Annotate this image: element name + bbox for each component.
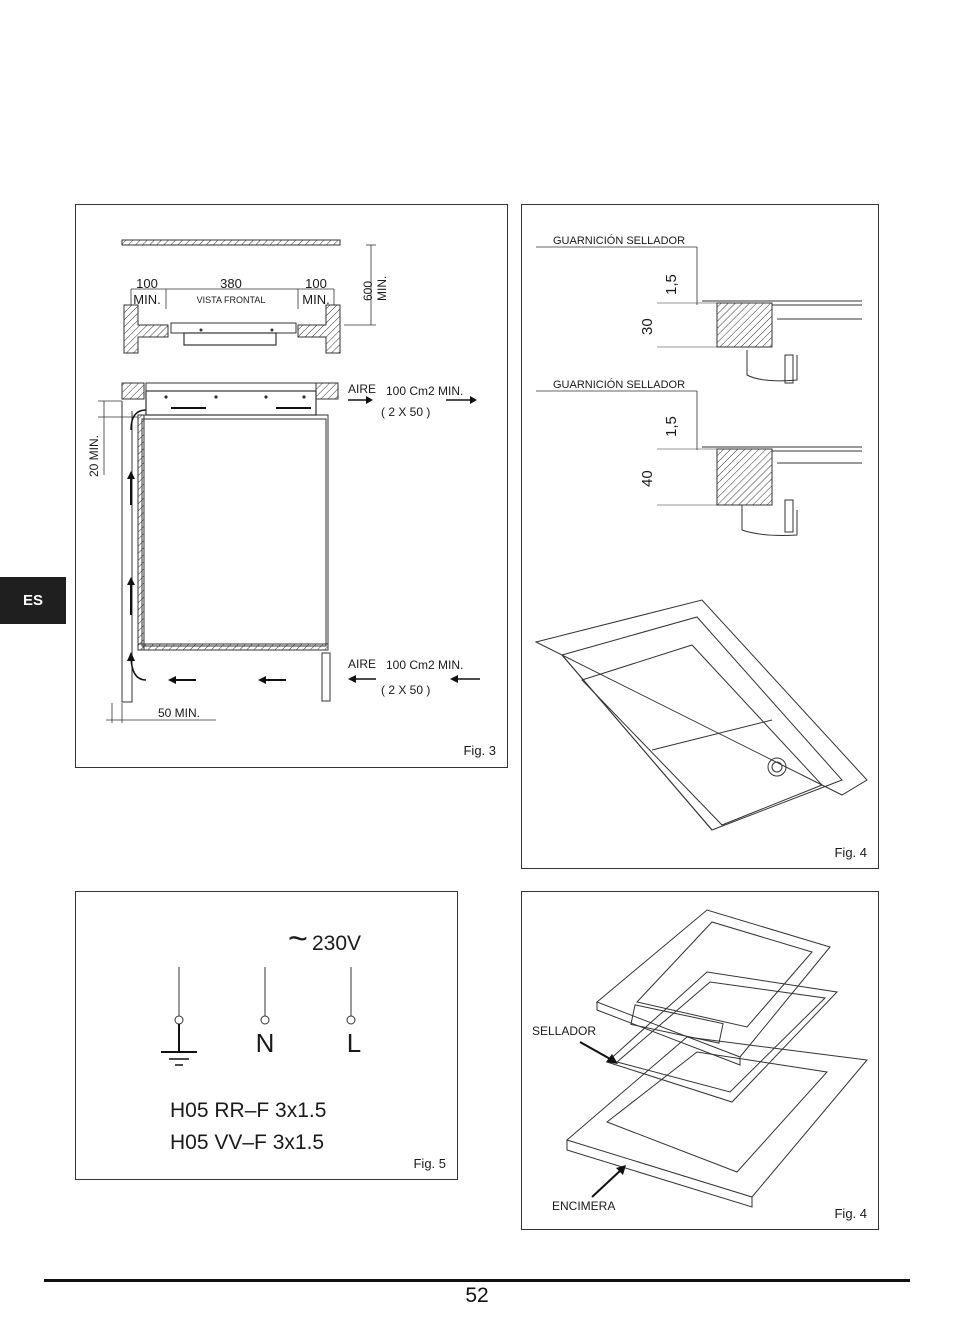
neutral-terminal: N <box>256 1028 275 1058</box>
min-left: MIN. <box>133 292 160 307</box>
dim-height-min: MIN. <box>375 276 389 301</box>
min-right: MIN. <box>302 292 329 307</box>
air-area-bottom: 100 Cm2 MIN. <box>386 658 463 672</box>
air-label-top: AIRE <box>348 382 376 396</box>
voltage-label: 230V <box>312 932 361 955</box>
air-split-bottom: ( 2 X 50 ) <box>381 683 430 697</box>
dim-right: 100 <box>305 276 327 291</box>
sealer-label: SELLADOR <box>532 1024 596 1038</box>
cable-spec-2: H05 VV–F 3x1.5 <box>170 1131 324 1154</box>
thickness-dim-1: 30 <box>639 318 656 335</box>
thickness-dim-2: 40 <box>639 470 656 487</box>
fig5-drawing: ~ 230V N L H05 RR–F 3x1.5 H05 VV–F 3x1.5… <box>161 920 446 1171</box>
fig3-panel: 100 380 100 MIN. VISTA FRONTAL MIN. 600 … <box>75 204 508 768</box>
fig4-bottom-panel: SELLADOR ENCIMERA Fig. 4 <box>521 891 879 1230</box>
upper-shelf <box>121 239 341 246</box>
line-terminal: L <box>347 1028 361 1058</box>
fig4-bottom-drawing: SELLADOR ENCIMERA Fig. 4 <box>532 909 868 1221</box>
air-area-top: 100 Cm2 MIN. <box>386 384 463 398</box>
gap-dim-2: 1,5 <box>663 416 680 437</box>
dim-center: 380 <box>220 276 242 291</box>
gasket-label-1: GUARNICIÓN SELLADOR <box>553 234 685 247</box>
fig5-caption: Fig. 5 <box>413 1156 446 1171</box>
language-tab: ES <box>0 577 66 624</box>
worktop-right <box>297 304 341 354</box>
fig5-panel: ~ 230V N L H05 RR–F 3x1.5 H05 VV–F 3x1.5… <box>75 891 458 1180</box>
bottom-gap-label: 50 MIN. <box>158 706 200 720</box>
hob-frame-illustration <box>534 599 868 831</box>
footer-rule <box>44 1279 910 1282</box>
dim-left: 100 <box>136 276 158 291</box>
front-view-label: VISTA FRONTAL <box>197 295 266 305</box>
hob-exploded-illustration <box>565 909 868 1208</box>
fig4-top-caption: Fig. 4 <box>834 845 867 860</box>
page-number: 52 <box>465 1284 489 1307</box>
air-label-bottom: AIRE <box>348 657 376 671</box>
side-gap-label: 20 MIN. <box>87 435 101 477</box>
gasket-label-2: GUARNICIÓN SELLADOR <box>553 378 685 391</box>
worktop-label: ENCIMERA <box>552 1199 615 1213</box>
ac-tilde: ~ <box>288 920 308 958</box>
fig3-drawing: 100 380 100 MIN. VISTA FRONTAL MIN. 600 … <box>87 239 496 758</box>
fig4-top-drawing: GUARNICIÓN SELLADOR 1,5 30 GUARNICIÓN SE… <box>534 234 868 860</box>
fig3-caption: Fig. 3 <box>463 743 496 758</box>
cable-spec-1: H05 RR–F 3x1.5 <box>170 1099 326 1122</box>
fig4-bottom-caption: Fig. 4 <box>834 1206 867 1221</box>
worktop-left <box>123 304 169 354</box>
dim-height: 600 <box>361 281 375 301</box>
gap-dim-1: 1,5 <box>663 274 680 295</box>
fig4-top-panel: GUARNICIÓN SELLADOR 1,5 30 GUARNICIÓN SE… <box>521 204 879 869</box>
air-split-top: ( 2 X 50 ) <box>381 405 430 419</box>
